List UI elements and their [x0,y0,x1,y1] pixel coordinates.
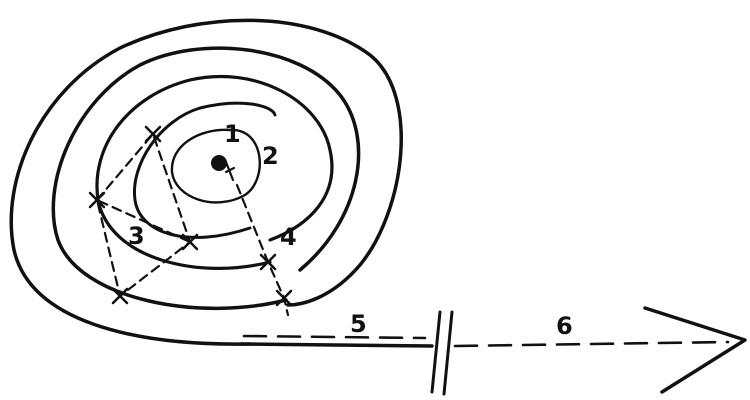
marker-6 [275,289,293,307]
label-2: 2 [262,142,279,170]
label-6: 6 [556,312,573,340]
label-5: 5 [350,310,367,338]
arrowhead-icon [643,306,747,394]
ring-3 [95,74,334,270]
break-mark-right [442,310,454,396]
break-mark-left [430,310,442,394]
label-3: 3 [128,222,145,250]
path-a [95,131,192,298]
label-4: 4 [280,223,297,251]
marker-4 [111,287,129,305]
label-1: 1 [224,120,241,148]
center-stem [224,160,236,182]
marker-1 [144,125,162,143]
ring-2 [132,101,277,239]
flow-line [238,342,434,348]
marker-3 [181,233,199,251]
flow-dashes-upper [242,334,427,340]
outer-loop [9,18,403,346]
center-dot [211,155,227,171]
ring-1 [170,128,261,204]
marker-2 [88,191,106,209]
marker-5 [259,253,277,271]
arrow-shaft [453,340,730,348]
